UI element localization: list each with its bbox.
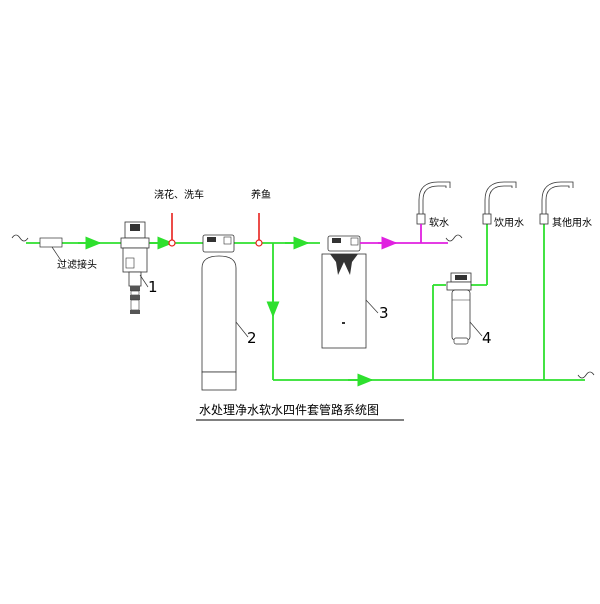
component-2-tank bbox=[201, 234, 237, 391]
filter-joint-label: 过滤接头 bbox=[57, 258, 97, 271]
bottom-pipe-end bbox=[577, 371, 595, 379]
component-2-leader bbox=[235, 321, 249, 338]
diagram-title: 水处理净水软水四件套管路系统图 bbox=[199, 402, 379, 417]
drinking-water-faucet bbox=[482, 181, 517, 225]
soft-water-label: 软水 bbox=[429, 216, 449, 229]
fish-tap-valve bbox=[255, 239, 263, 247]
soft-pipe-end bbox=[445, 234, 463, 242]
component-4-drinking-filter bbox=[446, 272, 472, 345]
inlet-pipe-end bbox=[11, 234, 29, 242]
fish-label: 养鱼 bbox=[251, 188, 271, 201]
component-1-leader bbox=[139, 274, 149, 288]
filter-joint bbox=[39, 237, 63, 248]
other-water-label: 其他用水 bbox=[552, 216, 592, 229]
component-4-leader bbox=[469, 321, 483, 337]
component-3-leader bbox=[365, 299, 379, 314]
component-4-number: 4 bbox=[482, 329, 492, 347]
drinking-water-label: 饮用水 bbox=[494, 216, 524, 229]
garden-tap-valve bbox=[168, 239, 176, 247]
other-water-faucet bbox=[539, 181, 574, 225]
component-3-number: 3 bbox=[379, 304, 389, 322]
component-3-softener bbox=[321, 235, 367, 349]
soft-water-faucet bbox=[416, 181, 451, 243]
component-1-number: 1 bbox=[148, 278, 158, 296]
component-1-prefilter bbox=[120, 221, 150, 314]
filter-joint-leader bbox=[51, 246, 63, 263]
component-2-number: 2 bbox=[247, 329, 257, 347]
garden-car-label: 浇花、洗车 bbox=[154, 188, 204, 201]
